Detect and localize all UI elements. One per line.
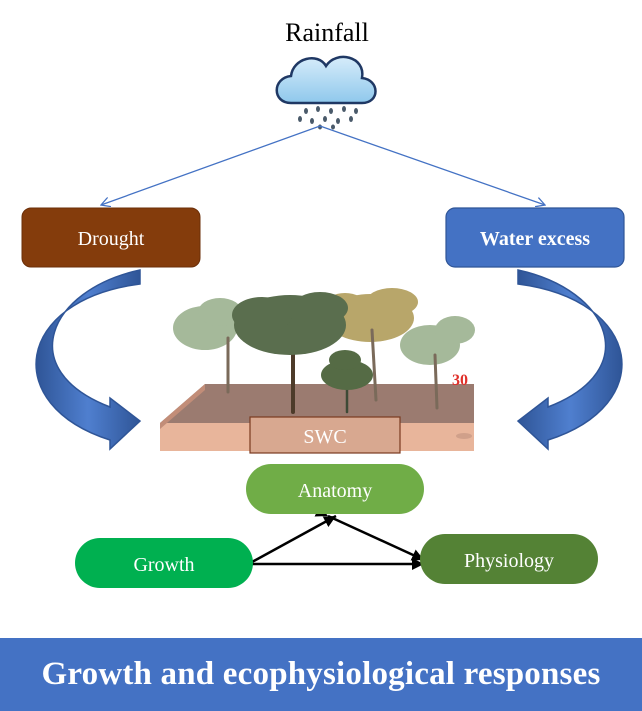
- rain-to-drought-arrow: [101, 125, 321, 205]
- water-excess-node: Water excess: [445, 207, 625, 268]
- physiology-label: Physiology: [464, 550, 554, 572]
- growth-node: Growth: [75, 538, 253, 588]
- rain-cloud-icon: [275, 55, 377, 130]
- swc-label: SWC: [303, 426, 346, 448]
- anatomy-physiology-link: [314, 505, 425, 562]
- growth-anatomy-link: [238, 514, 337, 574]
- footer-banner: Growth and ecophysiological responses: [0, 638, 642, 711]
- drought-label: Drought: [78, 228, 145, 250]
- drought-to-swc-arrow: [35, 269, 142, 451]
- water-excess-to-swc-arrow: [516, 269, 623, 451]
- rainfall-label: Rainfall: [285, 18, 369, 47]
- anatomy-node: Anatomy: [246, 464, 424, 514]
- physiology-node: Physiology: [420, 534, 598, 584]
- scene-badge-text: 30: [452, 372, 468, 389]
- rain-to-water-excess-arrow: [319, 125, 545, 205]
- banner-title: Growth and ecophysiological responses: [41, 656, 601, 692]
- growth-label: Growth: [133, 554, 194, 576]
- water-excess-label: Water excess: [480, 228, 590, 250]
- swc-node: SWC: [249, 416, 401, 454]
- drought-node: Drought: [21, 207, 201, 268]
- anatomy-label: Anatomy: [298, 480, 372, 502]
